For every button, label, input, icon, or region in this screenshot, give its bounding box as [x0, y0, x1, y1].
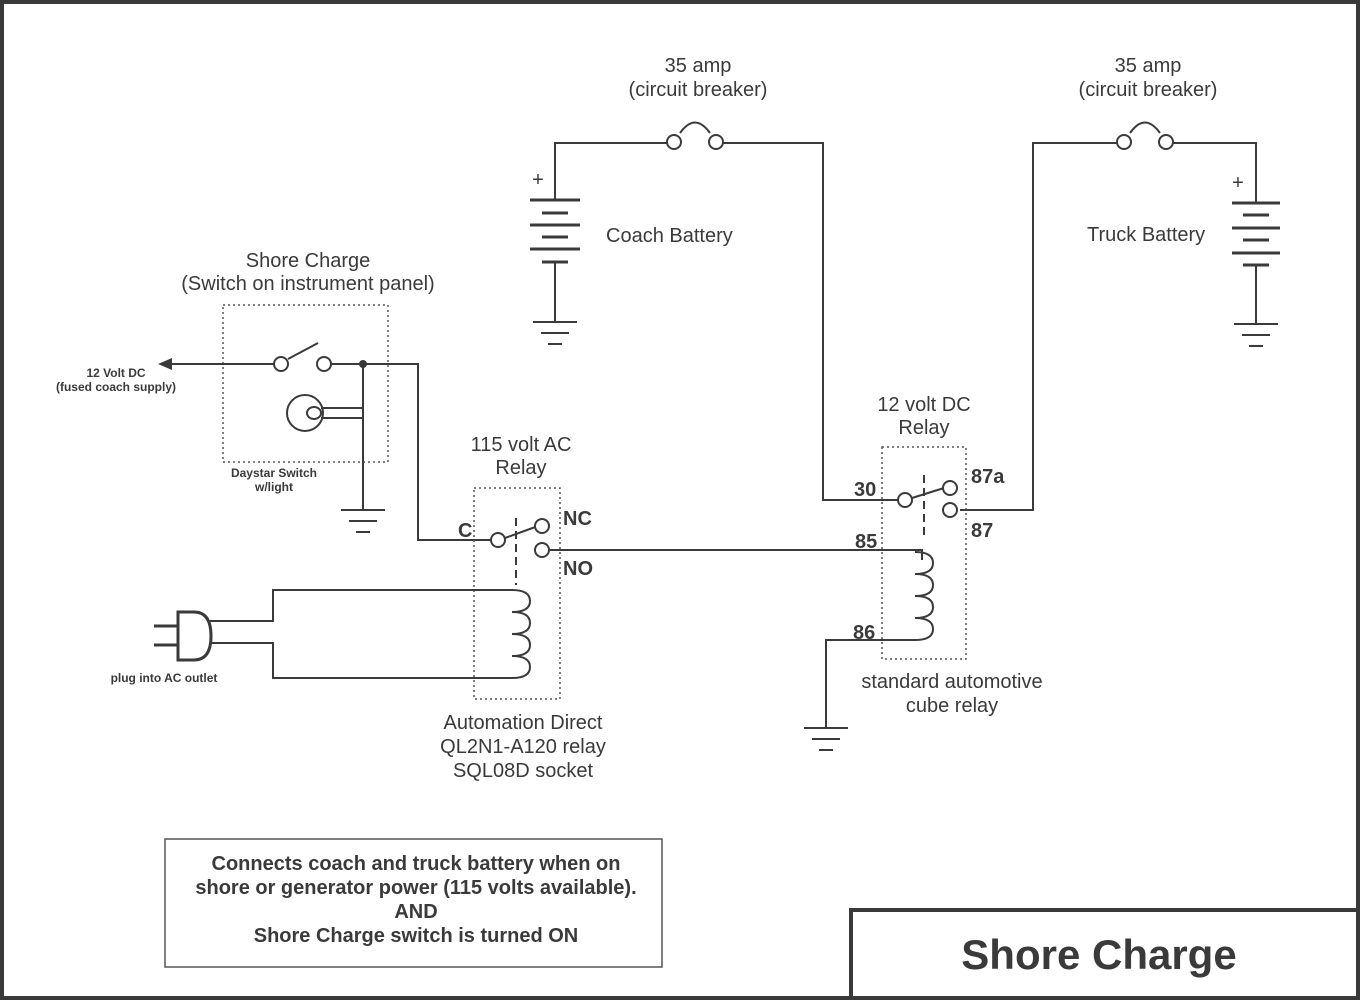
coach-battery-circuit	[530, 121, 898, 501]
plug-label: plug into AC outlet	[111, 671, 218, 685]
title-block	[849, 908, 1360, 1000]
note-line4: Shore Charge switch is turned ON	[254, 925, 579, 947]
dc-relay-desc1: standard automotive	[861, 671, 1042, 693]
shore-charge-switch	[158, 304, 491, 541]
ac-relay-desc3: SQL08D socket	[453, 760, 594, 782]
diagram-title: Shore Charge	[961, 931, 1236, 978]
breaker-left-amps: 35 amp	[665, 55, 732, 77]
coach-battery-plus: +	[532, 169, 544, 191]
ac-pin-c: C	[458, 520, 472, 542]
dc-pin-30: 30	[854, 479, 876, 501]
note-box	[164, 838, 663, 968]
dc-pin-86: 86	[853, 622, 875, 644]
truck-battery-circuit	[960, 121, 1280, 511]
note-line2: shore or generator power (115 volts avai…	[195, 877, 636, 899]
switch-device-line2: w/light	[254, 480, 293, 494]
dc-relay	[804, 446, 967, 751]
dc-pin-87: 87	[971, 520, 993, 542]
ac-relay-desc2: QL2N1-A120 relay	[440, 736, 606, 758]
breaker-right-amps: 35 amp	[1115, 55, 1182, 77]
ac-pin-no: NO	[563, 558, 593, 580]
shore-switch-title: Shore Charge	[246, 250, 371, 272]
ac-plug	[154, 610, 213, 662]
shore-switch-subtitle: (Switch on instrument panel)	[181, 273, 434, 295]
ac-pin-nc: NC	[563, 508, 592, 530]
ac-relay-desc1: Automation Direct	[444, 712, 603, 734]
dc-pin-87a: 87a	[971, 466, 1005, 488]
dc-relay-title2: Relay	[898, 417, 949, 439]
breaker-right-type: (circuit breaker)	[1079, 79, 1218, 101]
coach-battery-label: Coach Battery	[606, 225, 733, 247]
dc-pin-85: 85	[855, 531, 877, 553]
note-line3: AND	[394, 901, 437, 923]
ac-relay	[210, 487, 923, 700]
truck-battery-plus: +	[1232, 172, 1244, 194]
ac-relay-title1: 115 volt AC	[471, 434, 572, 456]
dc-relay-title1: 12 volt DC	[877, 394, 970, 416]
ac-relay-title2: Relay	[495, 457, 546, 479]
supply-line1: 12 Volt DC	[86, 366, 145, 380]
note-line1: Connects coach and truck battery when on	[212, 853, 621, 875]
supply-line2: (fused coach supply)	[56, 380, 176, 394]
switch-device-line1: Daystar Switch	[231, 466, 317, 480]
truck-battery-label: Truck Battery	[1087, 224, 1205, 246]
dc-relay-desc2: cube relay	[906, 695, 998, 717]
breaker-left-type: (circuit breaker)	[629, 79, 768, 101]
